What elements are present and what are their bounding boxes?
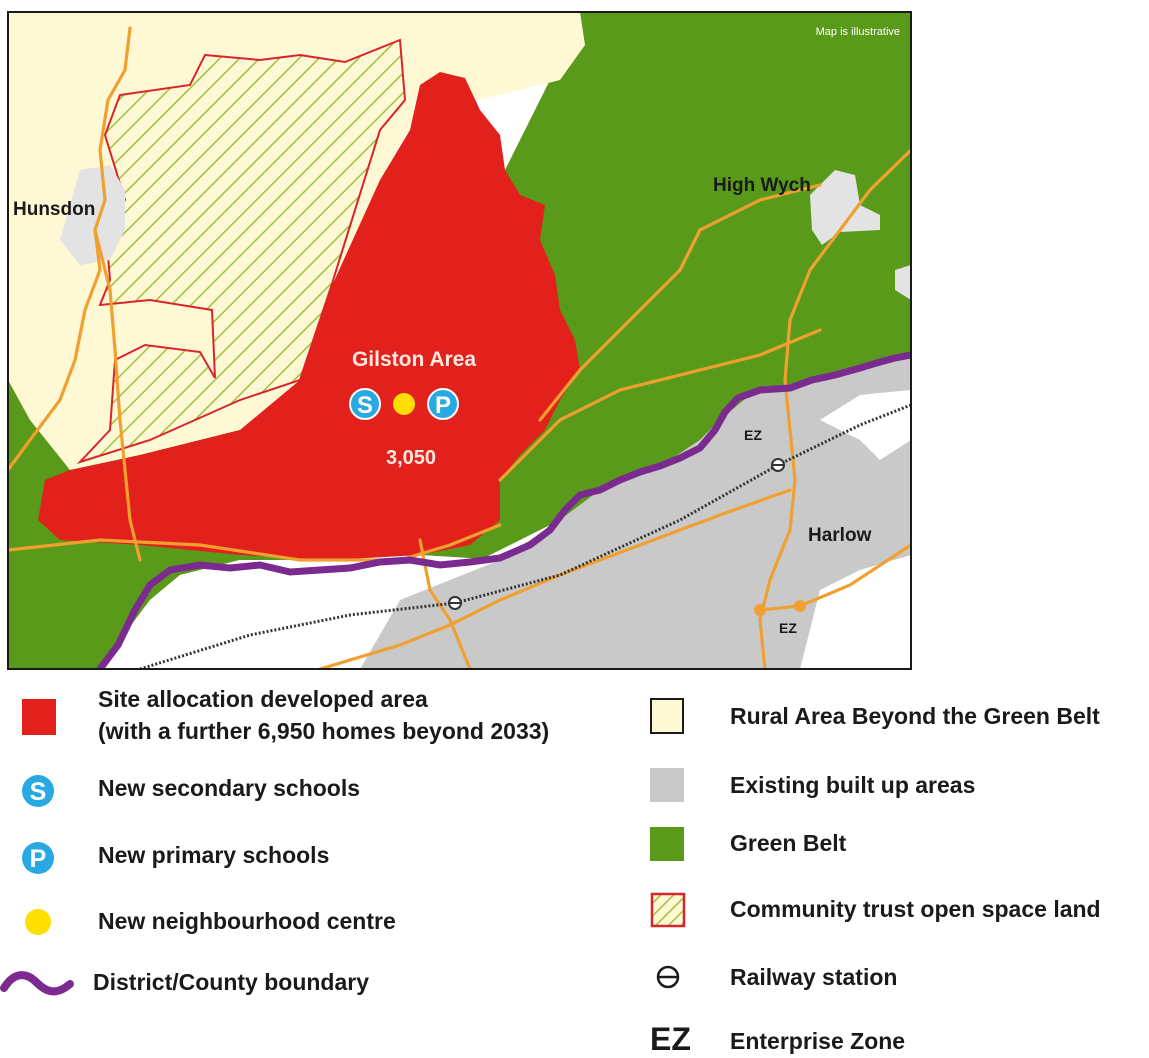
road-6 [758,148,911,669]
edge-built-up [895,265,911,300]
label-high-wych: High Wych [713,175,811,196]
legend-boundary: District/County boundary [93,969,370,995]
site-allocation-area [38,72,580,560]
legend-site-line1: Site allocation developed area [98,686,428,712]
railway-station-icon [771,458,785,472]
legend-railway-station-icon [656,965,680,989]
road-5 [538,183,822,422]
svg-text:S: S [357,392,373,419]
road-2 [93,228,142,562]
legend-community-trust-swatch [650,892,686,928]
legend-ez-symbol: EZ [650,1021,691,1057]
harlow-white-patch-2 [800,555,911,669]
legend-secondary-school-icon: S [22,775,54,807]
legend-rural: Rural Area Beyond the Green Belt [730,703,1100,729]
legend-secondary-schools: New secondary schools [98,775,361,801]
label-ez-1: EZ [744,427,762,443]
hunsdon-built-up [60,165,125,265]
district-boundary [96,351,911,669]
label-site-homes: 3,050 [386,447,436,469]
harlow-built-up [360,355,911,669]
label-ez-2: EZ [779,620,797,636]
harlow-white-patch [820,390,911,460]
high-wych-built-up [810,170,880,245]
neighbourhood-centre-icon [393,393,415,415]
legend-railway-station: Railway station [730,964,898,990]
primary-school-icon: P [427,388,459,420]
legend-community-trust: Community trust open space land [730,896,1101,922]
svg-text:S: S [30,778,47,806]
svg-text:P: P [435,392,451,419]
map-frame [7,11,912,670]
label-hunsdon: Hunsdon [13,199,95,220]
legend-primary-schools: New primary schools [98,842,330,868]
road-9 [758,543,911,612]
label-harlow: Harlow [808,525,872,546]
road-3 [8,523,502,562]
railway-station-icon [448,596,462,610]
railway-line [139,403,911,669]
legend-site-swatch [22,699,56,735]
map-note: Map is illustrative [816,26,900,38]
legend-green-belt-swatch [650,827,684,861]
road-4 [498,328,822,482]
legend-site-line2: (with a further 6,950 homes beyond 2033) [98,718,550,744]
legend-green-belt: Green Belt [730,830,847,856]
junction-dot [754,604,766,616]
legend-boundary-icon [0,971,74,996]
road-8 [318,488,792,669]
legend-built-up-swatch [650,768,684,802]
legend-neighbourhood-centre: New neighbourhood centre [98,908,396,934]
svg-text:P: P [30,845,47,873]
legend-neighbourhood-centre-icon [25,909,51,935]
legend-enterprise-zone: Enterprise Zone [730,1028,906,1054]
road-1 [8,26,132,472]
label-gilston: Gilston Area [352,348,476,371]
secondary-school-icon: S [349,388,381,420]
legend-rural-swatch [650,698,684,734]
legend-built-up: Existing built up areas [730,772,976,798]
junction-dot [794,600,806,612]
map: S P Map is illustrative Hunsdon High Wyc… [7,11,912,670]
legend-primary-school-icon: P [22,842,54,874]
south-white-area [100,520,560,669]
